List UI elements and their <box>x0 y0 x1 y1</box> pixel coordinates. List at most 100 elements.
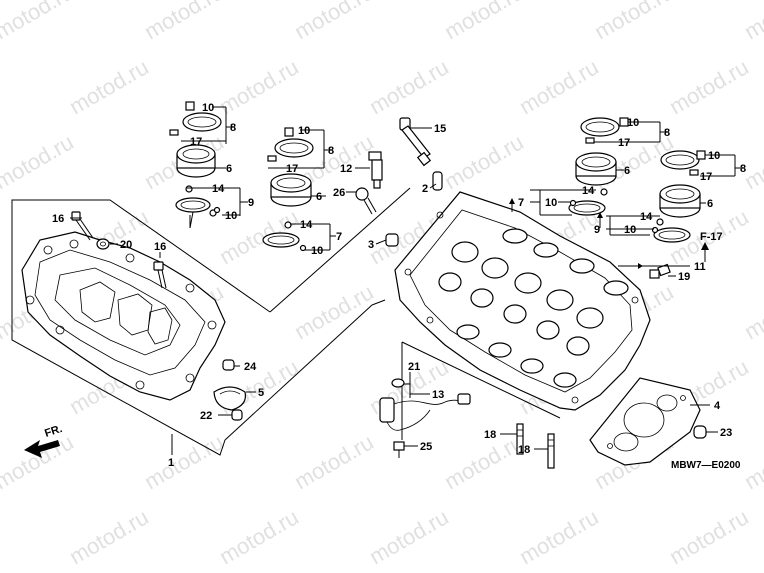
callout-4: 4 <box>714 400 721 412</box>
diagram-code: MBW7—E0200 <box>671 460 741 471</box>
callout-17: 17 <box>190 136 202 148</box>
callout-16: 16 <box>52 213 64 225</box>
part-19 <box>649 263 671 279</box>
callout-14: 14 <box>582 185 595 197</box>
watermark-text: motod.ru <box>65 54 153 119</box>
watermark-text: motod.ru <box>665 54 753 119</box>
callout-23: 23 <box>720 427 732 439</box>
callout-25: 25 <box>420 441 432 453</box>
watermark-text: motod.ru <box>0 0 78 44</box>
insulator-set-right-b <box>651 150 706 243</box>
callout-7: 7 <box>518 197 524 209</box>
watermark-text: motod.ru <box>0 504 3 569</box>
callout-19: 19 <box>678 271 690 283</box>
callout-10: 10 <box>624 224 636 236</box>
seal-5 <box>213 386 247 411</box>
leader-lines <box>70 106 741 455</box>
callout-10: 10 <box>708 150 720 162</box>
callout-18: 18 <box>484 429 496 441</box>
callout-8: 8 <box>740 163 746 175</box>
insulator-set-middle <box>262 127 314 252</box>
cylinder-head-cover-group <box>11 199 271 456</box>
callout-6: 6 <box>707 198 713 210</box>
part-26 <box>355 187 377 215</box>
watermark-text: motod.ru <box>440 0 528 44</box>
watermark-text: motod.ru <box>515 54 603 119</box>
callout-labels: 10 8 17 6 14 9 10 10 8 17 6 14 7 10 15 1… <box>52 102 746 469</box>
callout-2: 2 <box>422 183 428 195</box>
stud-18-a <box>516 423 524 455</box>
watermark-text: motod.ru <box>740 129 764 194</box>
watermark-text: motod.ru <box>0 54 3 119</box>
callout-26: 26 <box>333 187 345 199</box>
watermark-text: motod.ru <box>440 129 528 194</box>
o-ring-21 <box>391 378 405 388</box>
callout-9: 9 <box>594 224 600 236</box>
watermark-text: motod.ru <box>665 504 753 569</box>
callout-17: 17 <box>618 137 630 149</box>
watermark-text: motod.ru <box>290 429 378 494</box>
callout-11: 11 <box>694 261 706 273</box>
bolt-16-b <box>153 261 167 289</box>
callout-5: 5 <box>258 387 264 399</box>
callout-14: 14 <box>300 219 313 231</box>
watermark-text: motod.ru <box>140 0 228 44</box>
watermark-text: motod.ru <box>365 54 453 119</box>
callout-9: 9 <box>248 197 254 209</box>
callout-10: 10 <box>298 125 310 137</box>
watermark-text: motod.ru <box>0 354 3 419</box>
bolt-25 <box>393 441 405 458</box>
callout-3: 3 <box>368 239 374 251</box>
callout-14: 14 <box>212 183 225 195</box>
stud-18-b <box>547 433 555 469</box>
tube-15 <box>399 117 432 167</box>
callout-8: 8 <box>328 145 334 157</box>
cylinder-head-group <box>224 187 651 441</box>
watermark-text: motod.ru <box>290 0 378 44</box>
callout-14: 14 <box>640 211 653 223</box>
callout-17: 17 <box>700 171 712 183</box>
callout-21: 21 <box>408 361 420 373</box>
direction-label: FR. <box>43 423 64 440</box>
dowel-pin-3 <box>385 233 399 247</box>
callout-24: 24 <box>244 361 257 373</box>
callout-6: 6 <box>226 163 232 175</box>
insulator-set-left <box>169 101 222 217</box>
dowel-pin-2 <box>432 171 443 191</box>
ref-arrow-f17: F-17 <box>700 231 723 262</box>
head-gasket-4 <box>589 377 701 466</box>
watermark-text: motod.ru <box>215 54 303 119</box>
watermark-text: motod.ru <box>0 204 3 269</box>
watermark-text: motod.ru <box>515 504 603 569</box>
callout-8: 8 <box>664 127 670 139</box>
watermark-text: motod.ru <box>740 0 764 44</box>
grommet-23 <box>693 425 707 439</box>
callout-10: 10 <box>545 197 557 209</box>
watermark-text: motod.ru <box>0 429 78 494</box>
callout-22: 22 <box>200 410 212 422</box>
spark-plug-12 <box>368 151 383 189</box>
watermark-text: motod.ru <box>0 129 78 194</box>
front-direction-arrow: FR. <box>24 423 64 458</box>
callout-16: 16 <box>154 241 166 253</box>
sensor-13 <box>379 393 471 431</box>
callout-18: 18 <box>518 444 530 456</box>
watermark-text: motod.ru <box>590 0 678 44</box>
watermark-text: motod.ru <box>140 429 228 494</box>
watermark-text: motod.ru <box>740 279 764 344</box>
callout-17: 17 <box>286 163 298 175</box>
callout-6: 6 <box>624 165 630 177</box>
callout-15: 15 <box>434 123 446 135</box>
callout-7: 7 <box>336 231 342 243</box>
washer-20 <box>96 238 110 250</box>
callout-13: 13 <box>432 389 444 401</box>
ref-label: F-17 <box>700 231 723 243</box>
watermark-text: motod.ru <box>65 504 153 569</box>
callout-12: 12 <box>340 163 352 175</box>
callout-20: 20 <box>120 239 132 251</box>
watermark-text: motod.ru <box>740 429 764 494</box>
callout-10: 10 <box>202 102 214 114</box>
callout-1: 1 <box>168 457 174 469</box>
